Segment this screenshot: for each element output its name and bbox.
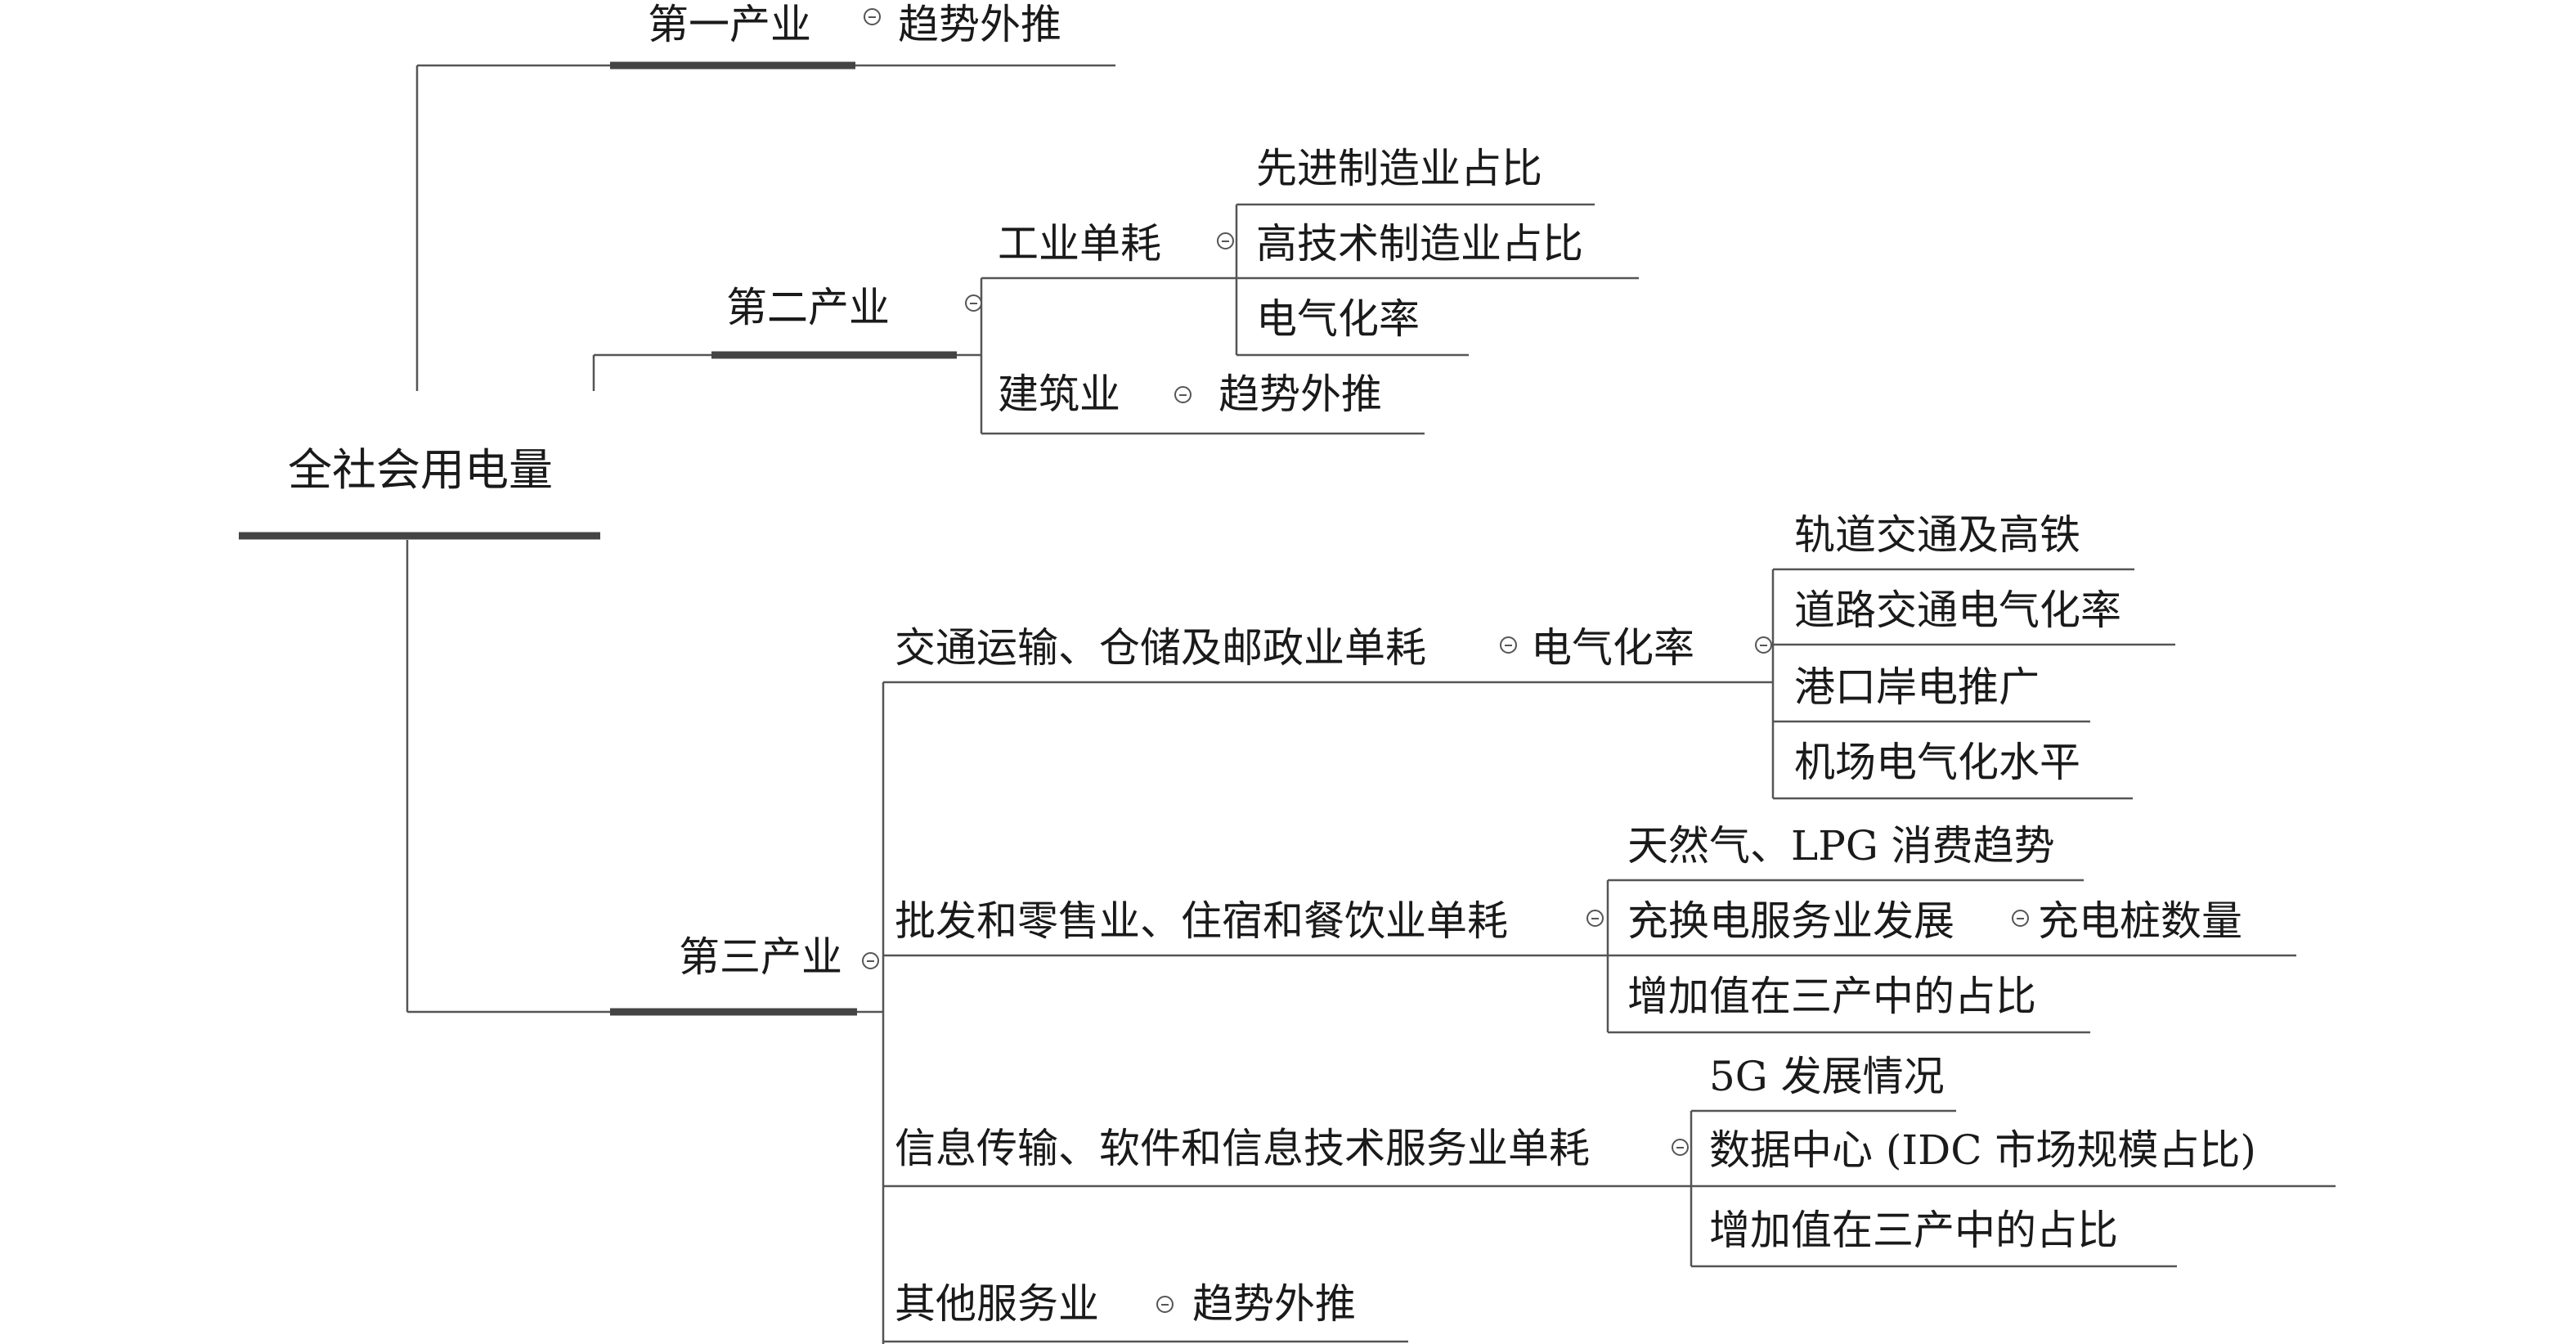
collapse-icon[interactable] [965,294,982,312]
collapse-icon[interactable] [2012,910,2029,927]
collapse-icon[interactable] [1156,1296,1174,1313]
node-transport: 交通运输、仓储及邮政业单耗 [895,624,1426,672]
node-construction: 建筑业 [998,371,1120,418]
node-transport-item: 机场电气化水平 [1794,739,2080,786]
collapse-icon[interactable] [1672,1139,1689,1156]
collapse-icon[interactable] [862,952,879,969]
node-transport-electrification: 电气化率 [1531,624,1694,672]
collapse-icon[interactable] [864,8,881,25]
node-secondary-industry: 第二产业 [726,284,890,331]
node-charging-piles: 充电桩数量 [2038,897,2242,945]
node-retail: 批发和零售业、住宿和餐饮业单耗 [895,897,1508,945]
node-industry-item: 先进制造业占比 [1256,145,1542,192]
node-retail-item: 充换电服务业发展 [1627,897,1954,945]
node-industry-item: 高技术制造业占比 [1256,220,1583,267]
node-retail-item: 天然气、LPG 消费趋势 [1627,822,2055,870]
collapse-icon[interactable] [1217,232,1234,249]
node-transport-item: 港口岸电推广 [1794,663,2040,711]
node-other-services: 其他服务业 [895,1280,1099,1328]
node-primary-method: 趋势外推 [898,1,1061,48]
node-industry-item: 电气化率 [1256,295,1420,343]
node-tertiary-industry: 第三产业 [679,933,842,981]
node-other-method: 趋势外推 [1192,1280,1356,1328]
node-construction-method: 趋势外推 [1218,371,1382,418]
node-root: 全社会用电量 [288,444,553,496]
node-transport-item: 轨道交通及高铁 [1794,511,2080,559]
node-retail-item: 增加值在三产中的占比 [1627,973,2036,1020]
collapse-icon[interactable] [1586,910,1604,927]
collapse-icon[interactable] [1500,636,1517,654]
node-it-item: 增加值在三产中的占比 [1709,1207,2118,1254]
node-it-item: 5G 发展情况 [1709,1053,1945,1100]
node-transport-item: 道路交通电气化率 [1794,587,2121,634]
node-industry-unit-consumption: 工业单耗 [998,220,1161,267]
node-it-item: 数据中心 (IDC 市场规模占比) [1709,1126,2256,1174]
collapse-icon[interactable] [1755,636,1772,654]
node-it: 信息传输、软件和信息技术服务业单耗 [895,1125,1590,1172]
collapse-icon[interactable] [1174,386,1192,403]
node-primary-industry: 第一产业 [648,1,811,48]
